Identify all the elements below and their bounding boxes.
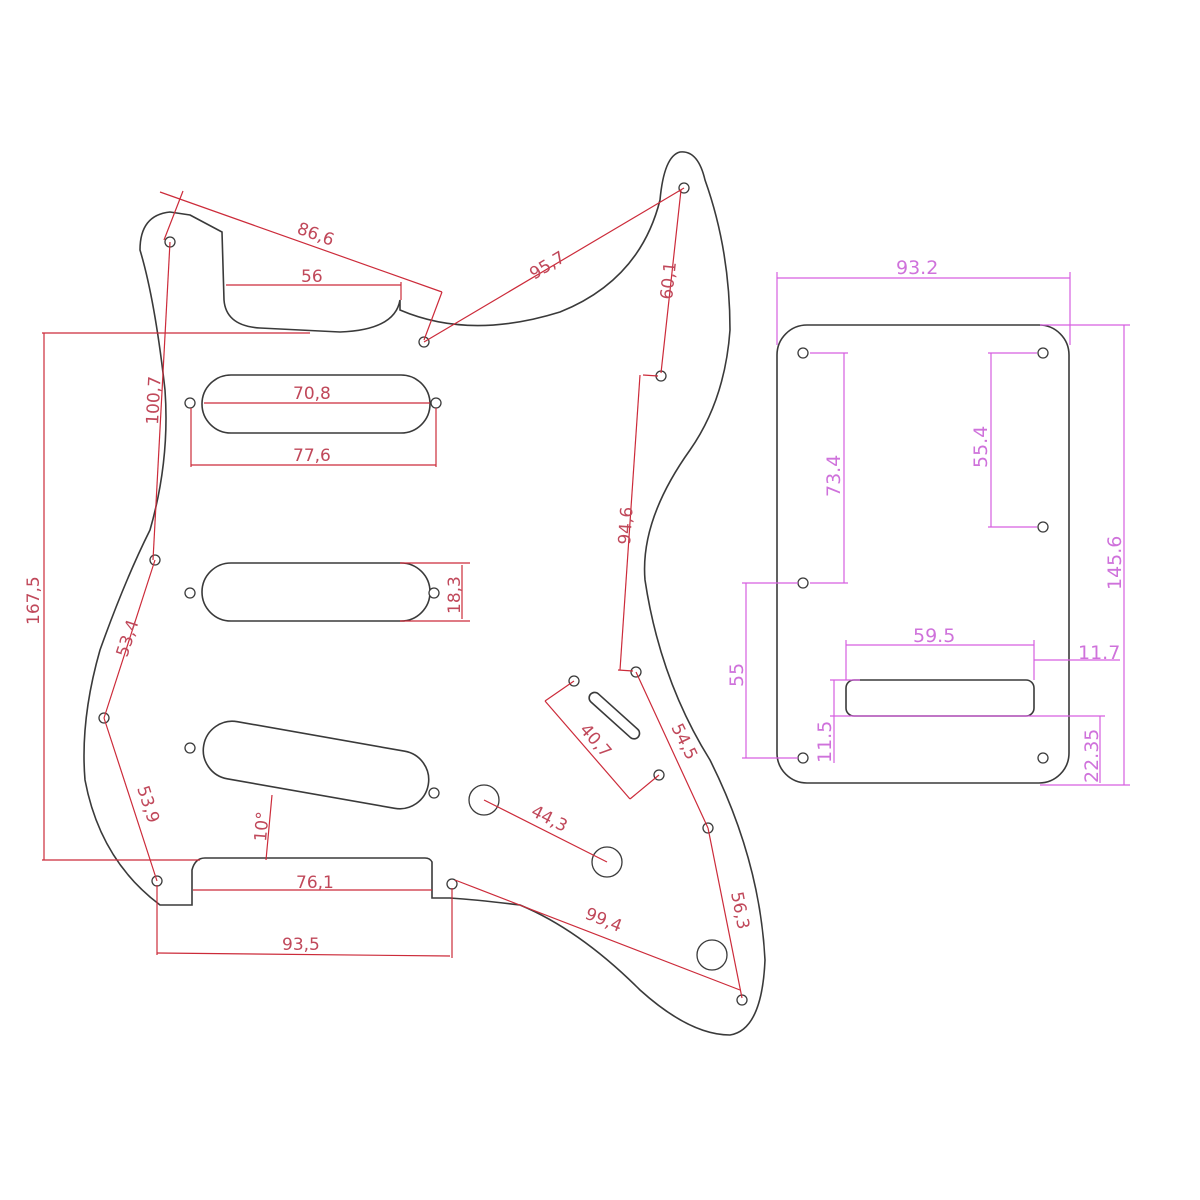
dim-label: 73.4 (823, 455, 845, 497)
dim-label: 55.4 (970, 426, 992, 468)
bridge-pickup-route (202, 720, 430, 810)
dim-label: 11.5 (814, 721, 836, 763)
dim-label: 10° (251, 811, 274, 843)
backplate-screw-holes (797, 347, 1049, 764)
backplate-outline (776, 324, 1070, 784)
dim-label: 167,5 (24, 576, 44, 625)
dim-label: 59.5 (913, 625, 955, 647)
dim-label: 18,3 (445, 576, 465, 614)
dim-label: 44,3 (528, 802, 571, 837)
dim-label: 100,7 (143, 376, 166, 426)
dim-label: 77,6 (293, 446, 331, 466)
backplate: 93.2 145.6 73.4 55.4 55 59.5 11.7 11.5 2… (726, 257, 1130, 786)
dim-label: 60,1 (657, 261, 681, 301)
dim-label: 76,1 (296, 873, 334, 893)
dim-label: 54,5 (667, 720, 702, 763)
dim-label: 40,7 (575, 720, 615, 762)
dim-label: 70,8 (293, 384, 331, 404)
pickguard: 86,6 56 95,7 60,1 70,8 77,6 100,7 167,5 … (24, 151, 766, 1036)
dim-label: 53,4 (113, 617, 144, 659)
pickguard-dimension-labels: 86,6 56 95,7 60,1 70,8 77,6 100,7 167,5 … (24, 219, 753, 955)
dim-label: 56,3 (726, 890, 753, 931)
tone2-pot-hole (696, 939, 728, 971)
screw-holes (98, 182, 748, 1006)
dim-label: 93.2 (896, 257, 938, 279)
dim-label: 22.35 (1081, 729, 1103, 783)
pickguard-dimension-lines (42, 187, 743, 999)
middle-pickup-route (201, 562, 431, 622)
dim-label: 55 (726, 663, 748, 687)
pickguard-outline (83, 151, 766, 1036)
tremolo-slot (845, 679, 1035, 717)
backplate-dimension-labels: 93.2 145.6 73.4 55.4 55 59.5 11.7 11.5 2… (726, 257, 1126, 783)
backplate-dimension-lines (742, 272, 1130, 786)
dim-label: 93,5 (282, 935, 320, 955)
dim-label: 86,6 (294, 219, 336, 251)
dim-label: 11.7 (1078, 642, 1120, 664)
neck-pickup-route (201, 374, 431, 434)
dim-label: 95,7 (526, 248, 569, 285)
dim-label: 145.6 (1104, 536, 1126, 590)
dim-label: 94,6 (615, 506, 638, 545)
switch-slot (588, 691, 641, 740)
dim-label: 56 (301, 267, 323, 287)
